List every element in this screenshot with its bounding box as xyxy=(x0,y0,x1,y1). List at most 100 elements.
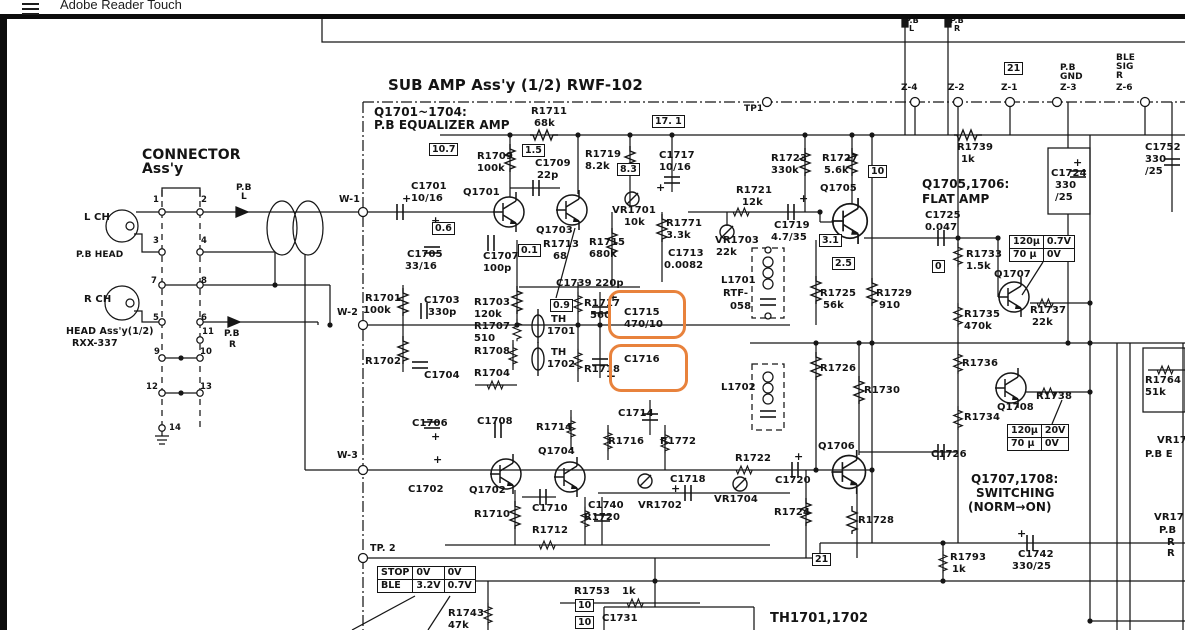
schematic-label: R1727 xyxy=(822,153,859,164)
schematic-label: 10/16 xyxy=(411,193,443,204)
schematic-label: Z-1 xyxy=(1001,83,1018,93)
schematic-label: TH1701,1702 xyxy=(770,611,869,626)
schematic-label: 560 xyxy=(590,310,612,321)
voltage-cell: 120µ xyxy=(1009,235,1044,249)
voltage-cell: 70 µ xyxy=(1007,437,1042,451)
app-titlebar: Adobe Reader Touch xyxy=(0,0,1185,15)
schematic-label: 4 xyxy=(201,236,208,246)
schematic-label: 51k xyxy=(1145,387,1166,398)
voltage-cell: 20V xyxy=(1040,424,1070,438)
schematic-label: + xyxy=(671,482,681,495)
schematic-label: R1723 xyxy=(771,153,808,164)
schematic-label: 22p xyxy=(537,170,559,181)
voltage-callout: 0.9 xyxy=(550,299,573,312)
schematic-label: 100k xyxy=(363,305,391,316)
schematic-label: R1753 xyxy=(574,586,611,597)
schematic-label: P.B xyxy=(950,16,964,25)
voltage-cell: 120µ xyxy=(1007,424,1042,438)
schematic-label: R1722 xyxy=(735,453,772,464)
voltage-callout: 17. 1 xyxy=(652,115,685,128)
schematic-label: Q1705 xyxy=(820,183,857,194)
schematic-label: P.B xyxy=(905,16,919,25)
schematic-label: L xyxy=(909,24,915,33)
schematic-label: C1726 xyxy=(931,449,967,460)
page-left-edge xyxy=(0,14,7,630)
schematic-label: RTF- xyxy=(723,288,749,299)
schematic-label: R1734 xyxy=(964,412,1001,423)
schematic-label: R1711 xyxy=(531,106,568,117)
schematic-label: 68 xyxy=(553,251,568,262)
schematic-label: TH xyxy=(551,314,567,325)
schematic-label: R1709 xyxy=(477,151,514,162)
schematic-label: 1 xyxy=(153,195,160,205)
schematic-label: R1716 xyxy=(608,436,645,447)
schematic-label: 120k xyxy=(474,309,502,320)
schematic-label: R xyxy=(1116,71,1124,81)
hamburger-menu-icon[interactable] xyxy=(22,0,39,15)
schematic-label: C1701 xyxy=(411,181,447,192)
schematic-label: C1716 xyxy=(624,354,660,365)
schematic-label: CONNECTOR xyxy=(142,147,241,163)
schematic-label: TH xyxy=(551,347,567,358)
schematic-label: 470k xyxy=(964,321,992,332)
schematic-label: C1731 xyxy=(602,613,638,624)
schematic-label: W-3 xyxy=(337,450,358,461)
schematic-label: 1701 xyxy=(547,326,576,337)
schematic-label: 1k xyxy=(622,586,636,597)
schematic-label: 470/10 xyxy=(624,319,664,330)
highlight-c1716 xyxy=(609,344,688,392)
voltage-cell: 0V xyxy=(443,566,476,580)
schematic-label: TP. 2 xyxy=(370,543,396,554)
schematic-label: RXX-337 xyxy=(72,338,118,349)
schematic-label: BLE xyxy=(1116,53,1136,63)
schematic-label: Q1701 xyxy=(463,187,500,198)
voltage-cell: 0V xyxy=(1042,248,1076,262)
schematic-label: VR1701 xyxy=(612,205,656,216)
schematic-label: TP1 xyxy=(744,104,764,114)
voltage-callout: 0.6 xyxy=(432,222,455,235)
schematic-label: C1715 xyxy=(624,307,660,318)
schematic-label: C1720 xyxy=(775,475,811,486)
schematic-label: SIG xyxy=(1116,62,1134,72)
schematic-label: 058 xyxy=(730,301,752,312)
schematic-label: + xyxy=(402,192,412,205)
schematic-label: P.B xyxy=(1159,525,1177,536)
schematic-label: + xyxy=(1073,156,1083,169)
schematic-label: Q1705,1706: xyxy=(922,177,1010,191)
schematic-label: P.B HEAD xyxy=(76,250,124,260)
schematic-label: R1710 xyxy=(474,509,511,520)
schematic-label: P.B EQUALIZER AMP xyxy=(374,118,510,132)
schematic-label: C1752 xyxy=(1145,142,1181,153)
schematic-label: R1736 xyxy=(962,358,999,369)
schematic-label: C1710 xyxy=(532,503,568,514)
schematic-label: 330k xyxy=(771,165,799,176)
schematic-label: 0.047 xyxy=(925,222,958,233)
schematic-label: 4.7/35 xyxy=(771,232,807,243)
schematic-label: FLAT AMP xyxy=(922,192,990,206)
schematic-label: R1737 xyxy=(1030,305,1067,316)
schematic-label: R1703 xyxy=(474,297,511,308)
app-title: Adobe Reader Touch xyxy=(60,0,182,12)
schematic-label: R1707 xyxy=(474,321,511,332)
schematic-label: R1702 xyxy=(365,356,402,367)
schematic-label: R1793 xyxy=(950,552,987,563)
schematic-label: R1730 xyxy=(864,385,901,396)
schematic-label: 10k xyxy=(624,217,645,228)
schematic-label: 2 xyxy=(201,195,208,205)
schematic-label: C1704 xyxy=(424,370,460,381)
schematic-label: /25 xyxy=(1055,192,1073,203)
schematic-label: 12 xyxy=(146,382,159,392)
schematic-label: C1740 xyxy=(588,500,624,511)
highlight-c1715 xyxy=(608,290,686,339)
schematic-label: Q1707,1708: xyxy=(971,472,1059,486)
schematic-label: 3.3k xyxy=(666,230,691,241)
voltage-callout: 21 xyxy=(1004,62,1024,75)
voltage-callout: 1.5 xyxy=(522,144,545,157)
schematic-label: R1738 xyxy=(1036,391,1073,402)
schematic-label: C1709 xyxy=(535,158,571,169)
schematic-label: R xyxy=(1167,537,1175,548)
schematic-label: VR17 xyxy=(1157,435,1185,446)
